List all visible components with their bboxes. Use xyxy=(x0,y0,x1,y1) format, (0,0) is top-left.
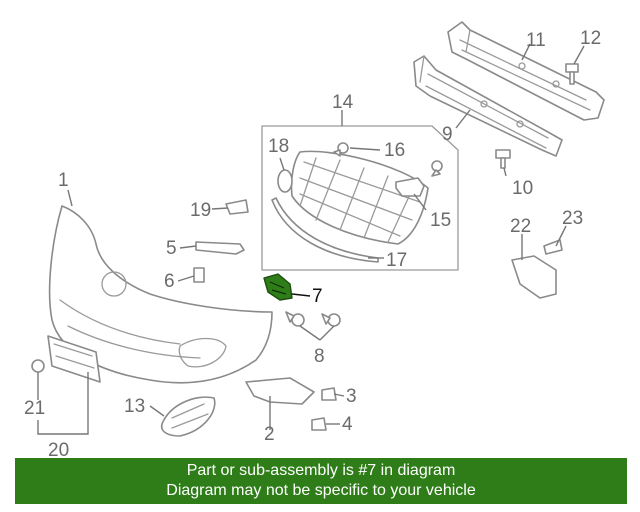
callout-11: 11 xyxy=(526,30,546,51)
callout-5: 5 xyxy=(166,238,177,259)
bumper-cover-1[interactable] xyxy=(48,205,273,384)
leader-lines xyxy=(37,43,585,435)
callout-14: 14 xyxy=(332,92,354,113)
info-banner: Part or sub-assembly is #7 in diagram Di… xyxy=(15,458,627,504)
banner-line-part-note: Part or sub-assembly is #7 in diagram xyxy=(186,462,456,479)
callout-4: 4 xyxy=(342,414,353,435)
callout-20: 20 xyxy=(48,440,69,461)
bracket-15[interactable] xyxy=(395,177,425,197)
callout-7: 7 xyxy=(312,286,323,307)
bolt-6[interactable] xyxy=(193,267,205,283)
callout-23: 23 xyxy=(562,208,583,229)
emblem-18[interactable] xyxy=(277,169,293,193)
callout-2: 2 xyxy=(264,424,275,445)
callout-18: 18 xyxy=(268,136,289,157)
callout-15: 15 xyxy=(430,210,451,231)
bolt-23[interactable] xyxy=(543,239,563,255)
callout-6: 6 xyxy=(164,271,175,292)
license-bracket-20[interactable] xyxy=(47,335,101,383)
callout-13: 13 xyxy=(124,396,145,417)
clip-3[interactable] xyxy=(321,387,337,401)
fog-lamp-cover-13[interactable] xyxy=(160,396,216,437)
bracket-7-highlighted[interactable] xyxy=(263,273,293,301)
deflector-2[interactable] xyxy=(245,377,315,405)
clip-10[interactable] xyxy=(495,149,511,169)
absorber-bar-9[interactable] xyxy=(413,55,563,157)
callout-8: 8 xyxy=(314,346,325,367)
callout-3: 3 xyxy=(346,386,357,407)
callout-17: 17 xyxy=(386,250,407,271)
screw-16a[interactable] xyxy=(333,142,349,157)
banner-line-disclaimer: Diagram may not be specific to your vehi… xyxy=(166,482,476,499)
screw-21[interactable] xyxy=(31,359,45,373)
callout-9: 9 xyxy=(442,124,453,145)
retainer-5[interactable] xyxy=(195,241,245,255)
callout-12: 12 xyxy=(580,28,601,49)
callout-19: 19 xyxy=(190,200,211,221)
callout-10: 10 xyxy=(512,178,533,199)
screw-8a[interactable] xyxy=(285,311,305,327)
screw-8b[interactable] xyxy=(321,313,341,327)
reinforcement-bar-11[interactable] xyxy=(447,21,605,121)
clip-4[interactable] xyxy=(311,417,327,431)
callout-22: 22 xyxy=(510,216,531,237)
bolt-12[interactable] xyxy=(565,63,579,85)
screw-16b[interactable] xyxy=(431,160,443,177)
callout-21: 21 xyxy=(24,398,45,419)
bracket-22[interactable] xyxy=(511,255,557,299)
callout-labels: 1 2 3 4 5 6 7 8 9 10 11 12 13 14 15 16 1… xyxy=(24,28,601,461)
callout-16: 16 xyxy=(384,140,405,161)
bolt-19[interactable] xyxy=(225,199,249,215)
grille-14[interactable] xyxy=(290,150,429,245)
grille-assembly-box-14 xyxy=(261,125,459,271)
callout-1: 1 xyxy=(58,170,69,191)
